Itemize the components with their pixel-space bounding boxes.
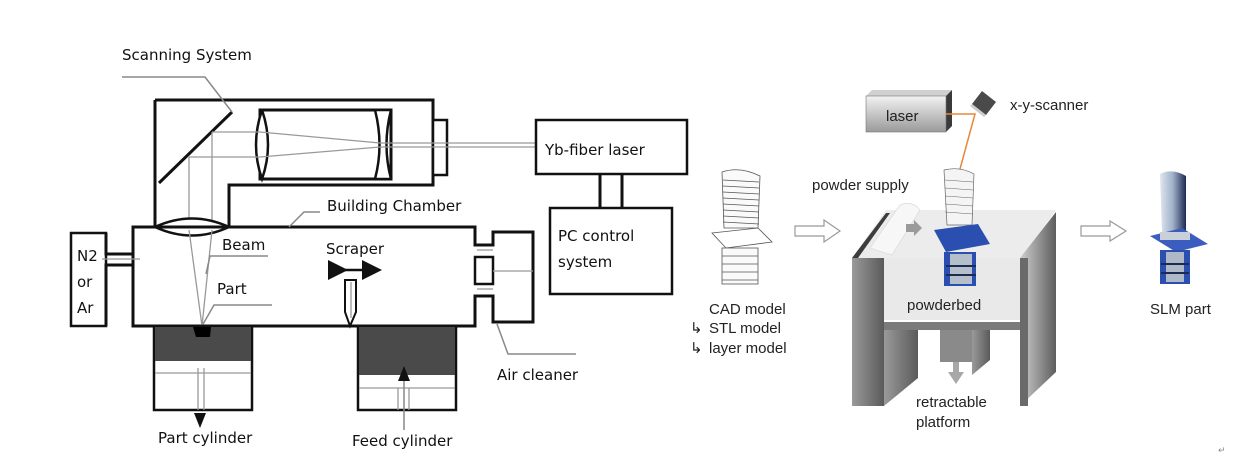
label-layer-model: layer model	[709, 340, 787, 357]
label-part-cylinder: Part cylinder	[158, 429, 253, 447]
label-gas-or: or	[77, 273, 93, 291]
convex-lens	[254, 109, 270, 183]
part-down-arrow	[194, 413, 206, 428]
label-powder-supply: powder supply	[812, 177, 909, 194]
process-arrow-icon	[794, 218, 842, 244]
process-arrow-icon	[1080, 219, 1128, 243]
label-part: Part	[217, 280, 247, 298]
part-leader	[201, 304, 272, 327]
xy-scanner-mirror	[972, 91, 996, 115]
feed-powder	[359, 327, 455, 375]
label-scanning-system: Scanning System	[122, 46, 252, 64]
slm-machine	[852, 202, 1056, 406]
label-scraper: Scraper	[326, 240, 385, 258]
cad-model-illustration	[711, 169, 773, 285]
label-building-chamber: Building Chamber	[327, 197, 462, 215]
air-cleaner-port	[473, 255, 495, 286]
label-platform: platform	[916, 414, 970, 431]
part-built	[193, 327, 211, 337]
label-gas-n2: N2	[77, 247, 98, 265]
right-process-diagram: CAD model ↳ STL model ↳ layer model lase…	[690, 90, 1226, 456]
concave-lens	[373, 108, 393, 181]
building-chamber-leader	[288, 211, 320, 228]
laser-pc-connector	[598, 174, 624, 208]
left-wall	[852, 258, 884, 406]
label-powderbed: powderbed	[907, 297, 981, 314]
laser-beam-cone	[188, 229, 213, 327]
scanning-mirror	[157, 110, 234, 185]
label-pc-control-1: PC control	[558, 227, 634, 245]
pc-control-box	[548, 206, 674, 296]
scanning-system-leader	[122, 76, 233, 113]
label-feed-cylinder: Feed cylinder	[352, 432, 453, 450]
left-wall-top	[852, 213, 890, 258]
label-air-cleaner: Air cleaner	[497, 366, 579, 384]
yb-fiber-laser-box	[534, 118, 689, 176]
label-stl-model: STL model	[709, 320, 781, 337]
beam-leader	[205, 255, 268, 275]
label-retractable: retractable	[916, 394, 987, 411]
retractable-piston	[940, 330, 972, 362]
right-wall	[1020, 212, 1056, 406]
label-beam: Beam	[222, 236, 265, 254]
laser-unit: laser	[865, 90, 952, 133]
label-slm-part: SLM part	[1150, 301, 1212, 318]
part-in-bed	[934, 168, 990, 286]
beam-path-upper	[212, 131, 540, 144]
label-yb-fiber-laser: Yb-fiber laser	[544, 141, 646, 159]
powder-flow-arrow	[906, 220, 922, 236]
feed-up-arrow	[398, 366, 410, 381]
powder-roller	[869, 202, 921, 256]
label-cad-model: CAD model	[709, 301, 786, 318]
beam-path-lower	[189, 146, 540, 158]
air-cleaner-leader	[496, 323, 576, 355]
step-hook-icon: ↳	[690, 340, 703, 357]
scanning-system-housing	[153, 98, 435, 227]
retract-arrow	[948, 362, 964, 384]
xy-scanner-face	[970, 104, 986, 117]
slm-part-illustration	[1150, 171, 1208, 284]
step-hook-icon: ↳	[690, 320, 703, 337]
label-gas-ar: Ar	[77, 299, 94, 317]
label-pc-control-2: system	[558, 253, 612, 271]
label-laser: laser	[886, 108, 919, 125]
label-xy-scanner: x-y-scanner	[1010, 97, 1088, 114]
platform-bar	[884, 322, 1020, 330]
left-schematic: Scanning System Building Chamber Yb-fibe…	[69, 46, 689, 450]
return-mark: ↵	[1218, 446, 1226, 456]
building-chamber	[131, 225, 535, 328]
gas-inlet-pipe	[104, 233, 133, 326]
beam-expander	[258, 108, 393, 181]
